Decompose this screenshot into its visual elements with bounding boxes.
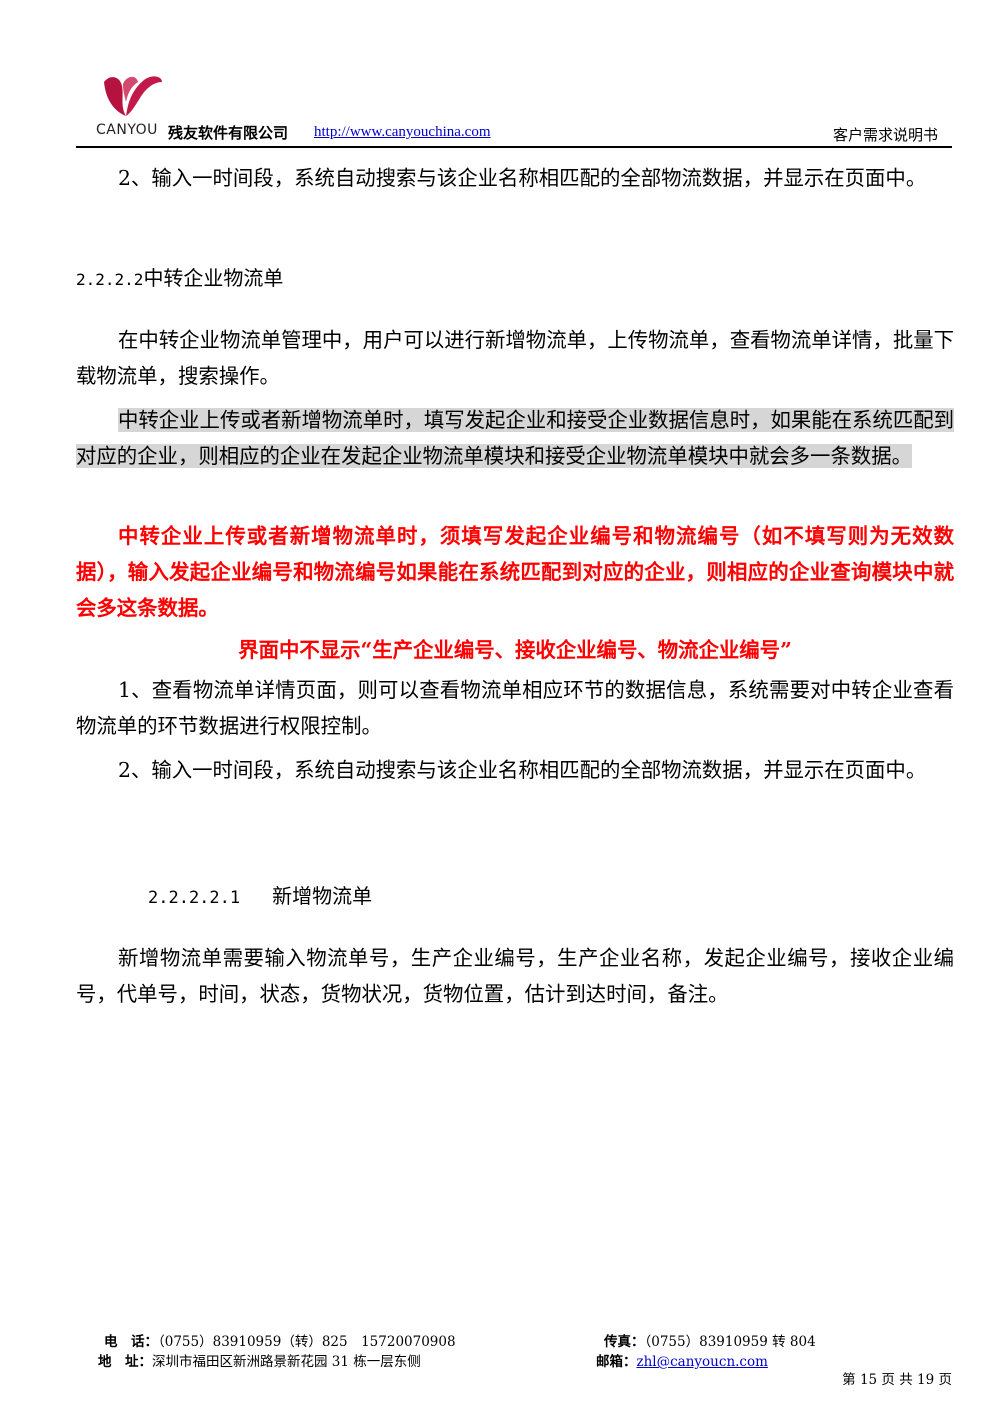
- subsection-title: 新增物流单: [272, 884, 373, 908]
- footer-fax: 传真：（0755）83910959 转 804: [604, 1330, 816, 1350]
- address-value: 深圳市福田区新洲路景新花园 31 栋一层东侧: [152, 1354, 421, 1370]
- footer-address: 地 址：深圳市福田区新洲路景新花园 31 栋一层东侧: [98, 1350, 421, 1370]
- subsection-number: 2.2.2.2.1: [148, 888, 241, 908]
- document-type-label: 客户需求说明书: [832, 126, 938, 144]
- footer-phone: 电 话：（0755）83910959（转）825 15720070908: [104, 1330, 456, 1350]
- paragraph-new-fields: 新增物流单需要输入物流单号，生产企业编号，生产企业名称，发起企业编号，接收企业编…: [76, 946, 954, 1006]
- company-website-link[interactable]: http://www.canyouchina.com: [314, 124, 491, 140]
- brand-logo-text: CANYOU: [96, 122, 158, 138]
- footer-email: 邮箱：zhl@canyoucn.com: [596, 1350, 768, 1370]
- page-number: 第 15 页 共 19 页: [842, 1372, 952, 1388]
- paragraph-red-requirement: 中转企业上传或者新增物流单时，须填写发起企业编号和物流编号（如不填写则为无效数据…: [76, 524, 954, 620]
- email-link[interactable]: zhl@canyoucn.com: [636, 1354, 768, 1370]
- paragraph-search-step-2: 2、输入一时间段，系统自动搜索与该企业名称相匹配的全部物流数据，并显示在页面中。: [118, 758, 927, 782]
- paragraph-red-note: 界面中不显示“生产企业编号、接收企业编号、物流企业编号”: [238, 638, 792, 662]
- paragraph-detail-step-1: 1、查看物流单详情页面，则可以查看物流单相应环节的数据信息，系统需要对中转企业查…: [76, 678, 954, 738]
- phone-value: （0755）83910959（转）825 15720070908: [158, 1334, 456, 1350]
- company-logo-icon: [104, 76, 162, 116]
- phone-label: 电 话：: [104, 1334, 158, 1350]
- section-heading: 2.2.2.2中转企业物流单: [76, 262, 283, 291]
- fax-label: 传真：: [604, 1334, 645, 1350]
- paragraph-highlighted: 中转企业上传或者新增物流单时，填写发起企业和接受企业数据信息时，如果能在系统匹配…: [76, 402, 955, 474]
- email-label: 邮箱：: [596, 1354, 637, 1370]
- subsection-heading: 2.2.2.2.1 新增物流单: [148, 880, 372, 909]
- highlighted-text: 中转企业上传或者新增物流单时，填写发起企业和接受企业数据信息时，如果能在系统匹配…: [76, 408, 955, 468]
- header-divider: [76, 146, 952, 148]
- section-title: 中转企业物流单: [143, 266, 284, 290]
- section-number: 2.2.2.2: [76, 270, 144, 289]
- paragraph-search-step-1: 2、输入一时间段，系统自动搜索与该企业名称相匹配的全部物流数据，并显示在页面中。: [118, 166, 927, 190]
- paragraph-intro: 在中转企业物流单管理中，用户可以进行新增物流单，上传物流单，查看物流单详情，批量…: [76, 328, 955, 388]
- fax-value: （0755）83910959 转 804: [644, 1334, 816, 1350]
- address-label: 地 址：: [98, 1354, 152, 1370]
- company-name: 残友软件有限公司: [168, 124, 289, 142]
